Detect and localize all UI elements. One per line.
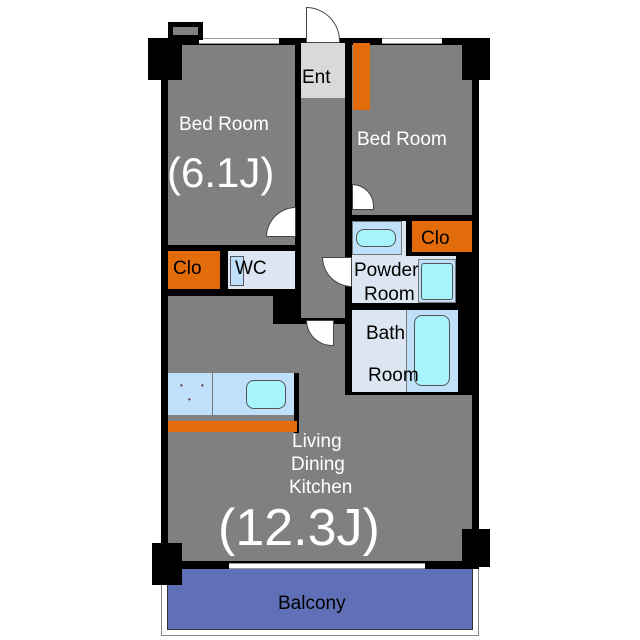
closet-right: [412, 221, 472, 252]
duct: [168, 22, 203, 40]
pillar-top-left: [148, 38, 182, 80]
closet-left-label: Clo: [173, 258, 202, 279]
bedroom-left-size: (6.1J): [167, 149, 275, 196]
ldk-upper: [168, 296, 273, 376]
bedroom-left-label: Bed Room: [179, 114, 269, 135]
window-bedroom-left: [199, 38, 279, 44]
bedroom-right-label: Bed Room: [357, 129, 447, 150]
ldk-label-2: Dining: [291, 454, 345, 475]
window-ldk: [229, 563, 425, 569]
ldk-size: (12.3J): [218, 499, 380, 557]
shoe-closet: [353, 43, 370, 110]
washer: [421, 263, 453, 300]
pillar-top-right: [462, 38, 490, 80]
stove-burner-icon: •: [188, 395, 191, 404]
balcony: [167, 568, 473, 630]
bath-room-label-2: Room: [368, 365, 419, 386]
balcony-label: Balcony: [278, 593, 346, 614]
ldk-label-1: Living: [292, 431, 342, 452]
bedroom-right: [352, 45, 472, 215]
pillar-bottom-left: [152, 543, 182, 585]
toilet: [230, 256, 244, 286]
ldk-right-strip: [345, 395, 472, 405]
powder-room-label-1: Powder: [354, 260, 419, 281]
kitchen-backsplash: [168, 421, 297, 432]
entrance-door[interactable]: [306, 7, 340, 43]
ldk-label-3: Kitchen: [289, 477, 353, 498]
closet-right-label: Clo: [421, 228, 450, 249]
powder-room-label-2: Room: [364, 284, 415, 305]
bath-room-label-1: Bath: [366, 323, 406, 344]
kitchen-sink: [246, 380, 286, 409]
window-bedroom-right: [382, 38, 442, 44]
counter-divider: [212, 373, 213, 415]
bedroom-left: [168, 45, 295, 245]
wc-label: WC: [235, 258, 267, 279]
closet-left: [168, 251, 220, 289]
stove-icon: • •: [180, 381, 212, 390]
entrance: [301, 43, 345, 98]
kitchen-wall: [294, 373, 299, 433]
entrance-label: Ent: [302, 67, 331, 88]
pillar-bottom-right: [462, 529, 490, 567]
wash-basin: [356, 229, 396, 247]
bathtub: [414, 315, 450, 386]
corridor: [301, 98, 345, 318]
